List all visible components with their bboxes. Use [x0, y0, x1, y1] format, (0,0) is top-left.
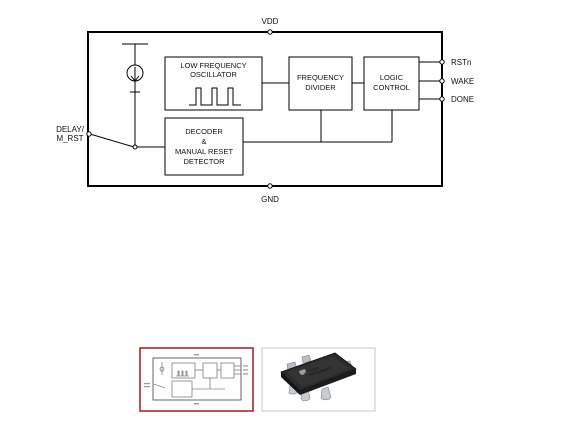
logic-label-line2: CONTROL — [373, 83, 410, 92]
divider-label-line2: DIVIDER — [305, 83, 336, 92]
delay-pin-label-line1: DELAY/ — [56, 125, 85, 134]
package-marking-line2: INSTRUMENTS — [309, 366, 332, 377]
thumbnail-selected-border — [139, 347, 254, 412]
block-diagram: VDD GND LOW FREQUENCY OSCILLATOR FREQUEN… — [56, 17, 474, 204]
mini-block-diagram — [152, 357, 242, 401]
oscillator-label-line2: OSCILLATOR — [190, 70, 237, 79]
gnd-pin-terminal — [267, 183, 273, 189]
logic-label-line1: LOGIC — [380, 73, 404, 82]
vdd-pin-terminal — [267, 29, 273, 35]
decoder-label-line2: & — [201, 137, 206, 146]
vdd-pin-label: VDD — [262, 17, 279, 26]
current-source-symbol — [122, 43, 148, 93]
mini-text-marks — [144, 354, 248, 405]
thumbnail-block-diagram[interactable] — [139, 347, 254, 412]
done-pin-terminal — [439, 96, 445, 102]
decoder-label-line1: DECODER — [185, 127, 223, 136]
decoder-block: DECODER & MANUAL RESET DETECTOR — [164, 117, 244, 176]
package-photo: TEXAS INSTRUMENTS — [280, 352, 357, 402]
gnd-pin-label: GND — [261, 195, 279, 204]
pulse-waveform-icon — [189, 87, 241, 106]
chip-outline — [87, 31, 443, 187]
wake-pin-terminal — [439, 78, 445, 84]
decoder-label-line4: DETECTOR — [183, 157, 225, 166]
oscillator-label-line1: LOW FREQUENCY — [180, 61, 246, 70]
rstn-pin-label: RSTn — [451, 58, 471, 67]
delay-pin-label-line2: M_RST — [56, 134, 83, 143]
package-marking-line1: TEXAS — [308, 366, 319, 373]
divider-block: FREQUENCY DIVIDER — [288, 56, 353, 111]
done-pin-label: DONE — [451, 95, 474, 104]
divider-label-line1: FREQUENCY — [297, 73, 344, 82]
wake-pin-label: WAKE — [451, 77, 474, 86]
logic-block: LOGIC CONTROL — [363, 56, 420, 111]
oscillator-block: LOW FREQUENCY OSCILLATOR — [164, 56, 263, 111]
switch-node — [132, 144, 138, 150]
decoder-label-line3: MANUAL RESET — [175, 147, 233, 156]
delay-pin-terminal — [86, 131, 92, 137]
rstn-pin-terminal — [439, 59, 445, 65]
thumbnail-package-photo[interactable]: TEXAS INSTRUMENTS — [261, 347, 376, 412]
signal-wires — [89, 61, 442, 148]
